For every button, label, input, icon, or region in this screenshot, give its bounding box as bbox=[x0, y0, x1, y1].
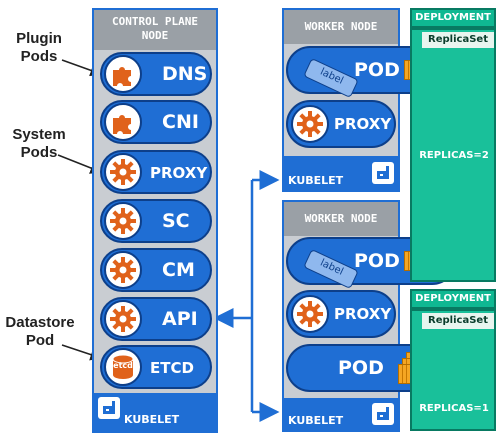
puzzle-icon bbox=[104, 103, 142, 141]
worker-node-2-title: WORKER NODE bbox=[284, 202, 398, 236]
datastore-label-line1: Datastore bbox=[5, 314, 75, 331]
worker-node-1-title: WORKER NODE bbox=[284, 10, 398, 44]
docker-logo-icon bbox=[372, 162, 394, 184]
gear-icon bbox=[291, 105, 329, 143]
plugin-label-line1: Plugin bbox=[16, 30, 62, 47]
cp-pod-etcd[interactable]: etcd ETCD bbox=[100, 345, 212, 389]
puzzle-icon bbox=[104, 55, 142, 93]
deployment-1: ReplicaSet REPLICAS=2 bbox=[410, 28, 496, 282]
gear-icon bbox=[104, 153, 142, 191]
cp-pod-label: CNI bbox=[162, 111, 199, 133]
cp-pod-label: ETCD bbox=[150, 359, 194, 377]
worker2-pod-1-label: POD bbox=[354, 250, 400, 272]
replicas-2-label: REPLICAS=1 bbox=[419, 403, 489, 414]
docker-logo-icon bbox=[98, 397, 120, 419]
api-to-workers-line bbox=[214, 180, 254, 412]
cp-pod-label: CM bbox=[162, 259, 195, 281]
cp-pod-label: PROXY bbox=[150, 164, 208, 182]
worker2-proxy[interactable]: PROXY bbox=[286, 290, 396, 338]
docker-logo-icon bbox=[372, 403, 394, 425]
gear-icon bbox=[104, 300, 142, 338]
cp-pod-label: API bbox=[162, 308, 198, 330]
control-plane-title-line1: CONTROL PLANE bbox=[111, 15, 199, 28]
worker1-kubelet-label: KUBELET bbox=[288, 174, 344, 187]
system-label-line1: System bbox=[12, 126, 66, 143]
control-plane-kubelet: KUBELET bbox=[94, 393, 216, 431]
gear-icon bbox=[104, 251, 142, 289]
system-label-line2: Pods bbox=[20, 144, 58, 161]
deployment-1-title: DEPLOYMENT bbox=[410, 8, 496, 28]
worker2-proxy-label: PROXY bbox=[334, 305, 392, 323]
plugin-label-line2: Pods bbox=[20, 48, 58, 65]
system-pods-label: System Pods bbox=[6, 126, 72, 162]
deployment-2-title: DEPLOYMENT bbox=[410, 289, 496, 309]
gear-icon bbox=[104, 202, 142, 240]
cp-pod-cni[interactable]: CNI bbox=[100, 100, 212, 144]
replicaset-2-title: ReplicaSet bbox=[422, 313, 494, 329]
database-icon: etcd bbox=[104, 348, 142, 386]
plugin-pods-label: Plugin Pods bbox=[6, 30, 72, 66]
worker1-proxy[interactable]: PROXY bbox=[286, 100, 396, 148]
cp-pod-label: SC bbox=[162, 210, 190, 232]
deployment-2: ReplicaSet REPLICAS=1 bbox=[410, 309, 496, 431]
worker1-kubelet: KUBELET bbox=[284, 156, 398, 190]
cp-pod-label: DNS bbox=[162, 63, 208, 85]
cp-pod-cm[interactable]: CM bbox=[100, 248, 212, 292]
worker2-pod-2-label: POD bbox=[338, 357, 384, 379]
control-plane-title-line2: NODE bbox=[141, 29, 169, 42]
datastore-label-line2: Pod bbox=[25, 332, 55, 349]
cp-pod-api[interactable]: API bbox=[100, 297, 212, 341]
gear-icon bbox=[291, 295, 329, 333]
datastore-pod-label: Datastore Pod bbox=[0, 314, 80, 350]
worker2-kubelet-label: KUBELET bbox=[288, 414, 344, 427]
replicaset-1-title: ReplicaSet bbox=[422, 32, 494, 48]
etcd-icon-text: etcd bbox=[113, 361, 133, 370]
worker1-proxy-label: PROXY bbox=[334, 115, 392, 133]
worker2-kubelet: KUBELET bbox=[284, 398, 398, 430]
control-plane-title: CONTROL PLANE NODE bbox=[94, 10, 216, 50]
replicas-1-label: REPLICAS=2 bbox=[419, 150, 489, 161]
cp-pod-sc[interactable]: SC bbox=[100, 199, 212, 243]
cp-pod-dns[interactable]: DNS bbox=[100, 52, 212, 96]
kubelet-label: KUBELET bbox=[124, 413, 180, 426]
worker1-pod-label: POD bbox=[354, 59, 400, 81]
cp-pod-proxy[interactable]: PROXY bbox=[100, 150, 212, 194]
